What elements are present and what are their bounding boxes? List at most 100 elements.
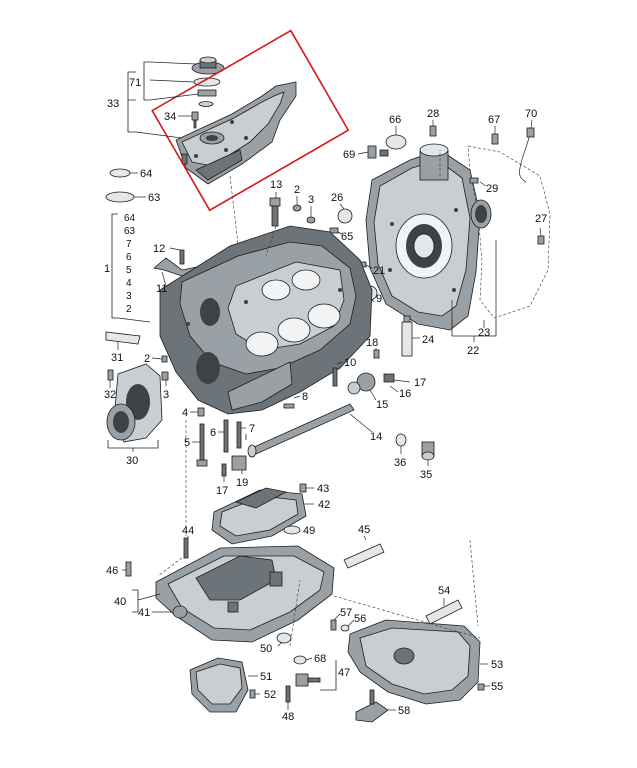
label-64-top: 64 [140, 168, 152, 180]
screw-34 [191, 111, 199, 129]
label-35: 35 [420, 469, 432, 481]
label-28: 28 [427, 108, 439, 120]
sealant-tube-45 [343, 543, 385, 569]
pin-44 [183, 537, 189, 559]
bolt-6 [223, 419, 229, 453]
bolt-28 [429, 125, 437, 137]
label-51: 51 [260, 671, 272, 683]
bolt-43 [299, 483, 307, 493]
label-63-list: 63 [124, 226, 136, 237]
label-4-list: 4 [126, 278, 132, 289]
label-21: 21 [373, 265, 385, 277]
label-66: 66 [389, 114, 401, 126]
bolt-5 [199, 423, 205, 465]
label-52: 52 [264, 689, 276, 701]
bolt-48 [285, 685, 291, 703]
bolt-67 [491, 133, 499, 145]
bolt-32 [107, 369, 114, 381]
oil-filler-cap-assembly [191, 56, 225, 107]
seal-3-top [306, 216, 316, 224]
label-12: 12 [153, 243, 165, 255]
leader-lines [107, 61, 542, 711]
seal-63 [105, 191, 135, 203]
label-17-bottom: 17 [216, 485, 228, 497]
seal-50 [276, 632, 292, 644]
bracket-19 [221, 455, 247, 477]
label-32: 32 [104, 389, 116, 401]
label-34: 34 [164, 111, 176, 123]
label-65: 65 [341, 231, 353, 243]
label-64-list: 64 [124, 213, 136, 224]
label-43: 43 [317, 483, 329, 495]
cylinder-head-cover [175, 81, 297, 185]
label-53: 53 [491, 659, 503, 671]
label-47: 47 [338, 667, 350, 679]
label-71: 71 [129, 77, 141, 89]
label-57: 57 [340, 607, 352, 619]
seal-68 [293, 655, 307, 665]
upper-oil-pan-40 [155, 545, 335, 643]
label-55: 55 [491, 681, 503, 693]
plug-41 [172, 605, 188, 619]
bolt-65 [329, 227, 339, 234]
part-number-labels: 33 71 34 64 63 64 63 7 6 5 4 3 2 1 12 11… [104, 77, 547, 723]
crankshaft-seal [470, 199, 492, 229]
bolt-13 [269, 197, 281, 227]
label-13: 13 [270, 179, 282, 191]
label-7: 7 [249, 423, 255, 435]
highlight-frame [151, 29, 350, 212]
sealant-31 [105, 331, 141, 345]
bolt-29 [469, 177, 479, 184]
label-68: 68 [314, 653, 326, 665]
bolt-55 [477, 683, 485, 691]
label-54: 54 [438, 585, 450, 597]
label-48: 48 [282, 711, 294, 723]
label-33: 33 [107, 98, 119, 110]
label-6: 6 [210, 427, 216, 439]
seal-64 [109, 168, 131, 178]
seal-30 [106, 403, 136, 441]
label-67: 67 [488, 114, 500, 126]
label-2-list: 2 [126, 304, 132, 315]
label-40: 40 [114, 596, 126, 608]
timing-cover [365, 143, 481, 331]
label-42: 42 [318, 499, 330, 511]
bolt-57 [330, 619, 337, 631]
sensor-66 [367, 134, 407, 159]
label-45: 45 [358, 524, 370, 536]
label-3-list: 3 [126, 291, 132, 302]
label-41: 41 [138, 607, 150, 619]
label-56: 56 [354, 613, 366, 625]
seal-56 [340, 624, 350, 632]
balance-shaft-14 [247, 403, 355, 458]
label-22: 22 [467, 345, 479, 357]
label-17-right: 17 [414, 377, 426, 389]
label-3-top: 3 [308, 194, 314, 206]
label-46: 46 [106, 565, 118, 577]
label-16: 16 [399, 388, 411, 400]
label-18: 18 [366, 337, 378, 349]
bolt-18 [373, 349, 380, 359]
dowel-3-left [161, 371, 169, 381]
label-58: 58 [398, 705, 410, 717]
label-44: 44 [182, 525, 194, 537]
oil-pickup-51 [189, 657, 249, 713]
label-49: 49 [303, 525, 315, 537]
label-27: 27 [535, 213, 547, 225]
label-5-list: 5 [126, 265, 132, 276]
label-69: 69 [343, 149, 355, 161]
label-8: 8 [302, 391, 308, 403]
bolt-8 [283, 403, 295, 409]
cylinder-block [159, 225, 373, 415]
label-15: 15 [376, 399, 388, 411]
label-1: 1 [104, 263, 110, 275]
label-63-top: 63 [148, 192, 160, 204]
dowel-2-left [161, 355, 168, 363]
label-23: 23 [478, 327, 490, 339]
bolt-46 [125, 561, 132, 577]
bolt-7 [236, 421, 242, 449]
drain-plug-58 [355, 689, 389, 723]
timing-cover-gasket [467, 145, 551, 319]
lower-oil-pan-53 [347, 619, 481, 705]
label-19: 19 [236, 477, 248, 489]
